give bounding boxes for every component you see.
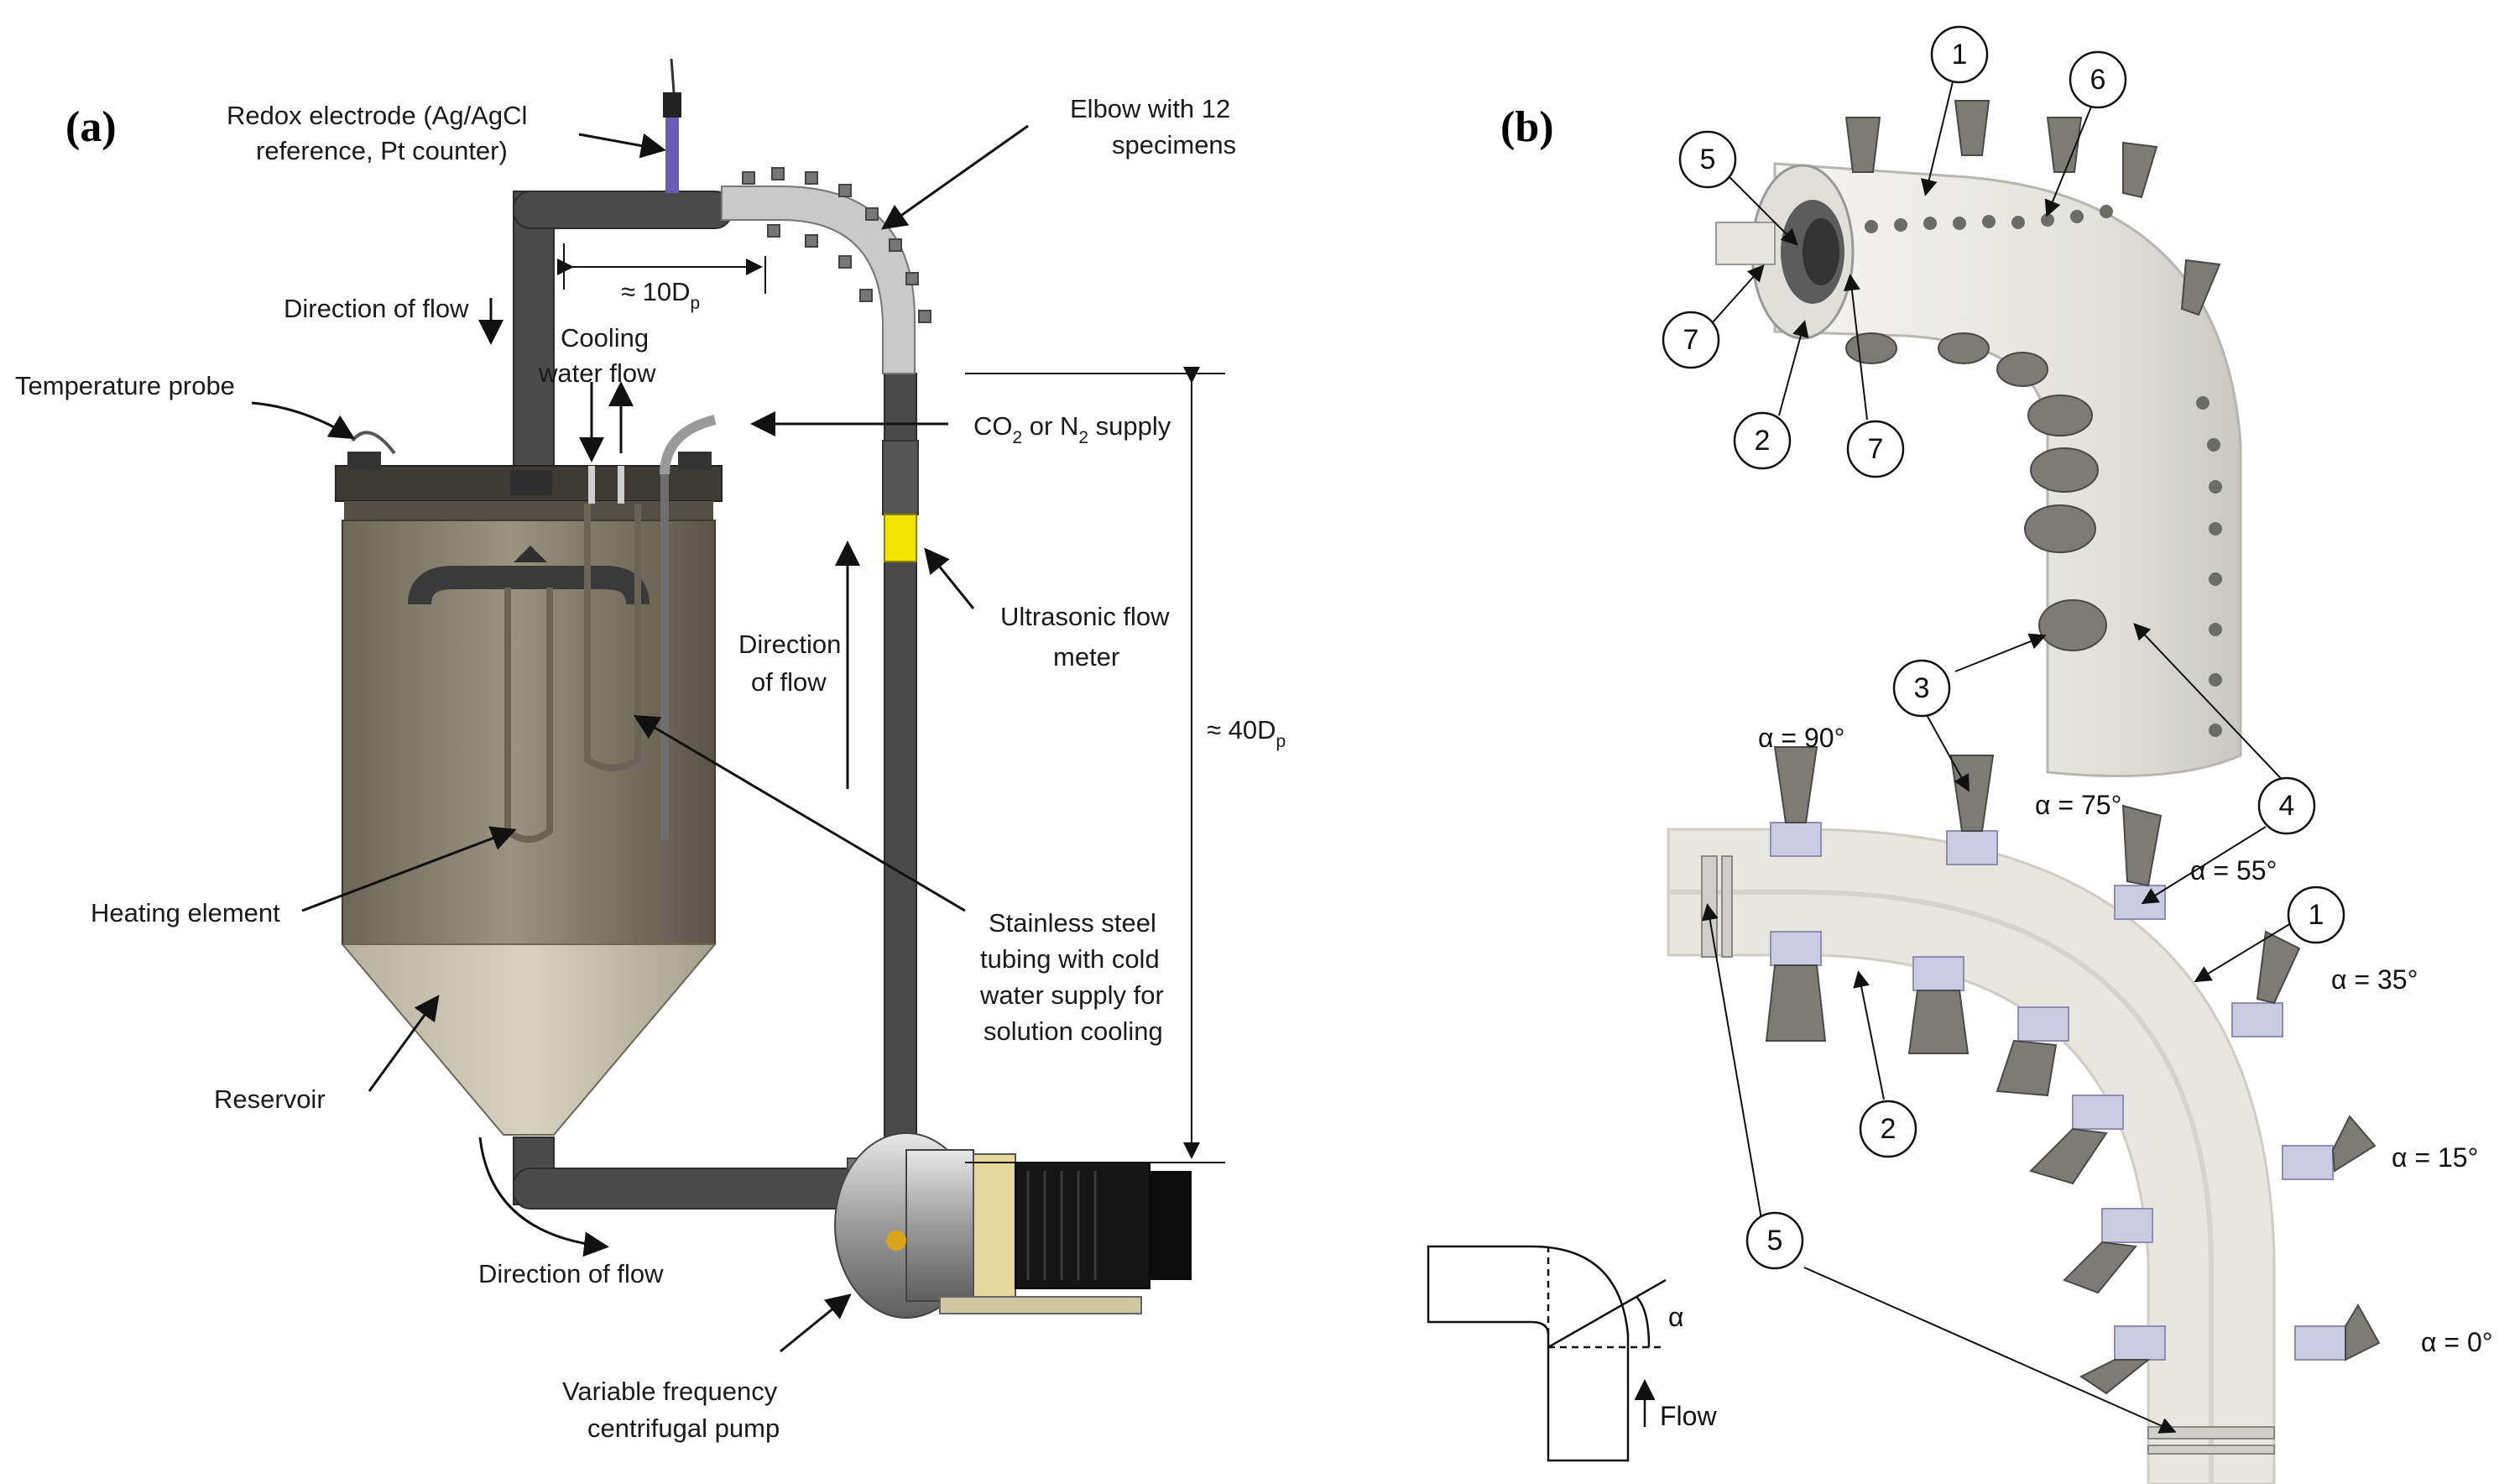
svg-text:1: 1 [1952, 39, 1968, 71]
angle-35-label: α = 35° [2331, 964, 2418, 995]
callout-top-6: 6 [2069, 50, 2127, 109]
callout-top-2: 2 [1733, 411, 1792, 470]
angle-75-label: α = 75° [2035, 790, 2121, 820]
svg-text:1: 1 [2309, 899, 2324, 931]
dimension-10dp-label: ≈ 10Dp [621, 277, 700, 313]
leaders-b [1701, 71, 2292, 1434]
stainless-label-4: solution cooling [983, 1016, 1163, 1046]
callout-bottom-4: 4 [2257, 776, 2316, 835]
dimension-40dp [965, 367, 1225, 1163]
inset-alpha-label: α [1668, 1302, 1684, 1332]
redox-label-2: reference, Pt counter) [256, 136, 508, 165]
svg-text:2: 2 [1881, 1113, 1897, 1145]
ultrasonic-label-1: Ultrasonic flow [1000, 602, 1170, 631]
panel-b-label: (b) [1500, 103, 1554, 151]
svg-text:5: 5 [1700, 144, 1716, 175]
callout-bottom-5: 5 [1745, 1211, 1804, 1270]
direction-mid-label-2: of flow [751, 667, 827, 697]
svg-text:2: 2 [1755, 425, 1771, 457]
direction-flow-bottom-label: Direction of flow [478, 1259, 664, 1288]
stainless-label-3: water supply for [979, 980, 1164, 1010]
direction-mid-label-1: Direction [738, 630, 841, 659]
ultrasonic-label-2: meter [1053, 642, 1119, 671]
svg-text:7: 7 [1683, 324, 1699, 356]
callout-top-1: 1 [1930, 25, 1989, 84]
stainless-label-2: tubing with cold [980, 944, 1160, 974]
leader-temp [251, 401, 356, 440]
leader-ultrasonic [924, 547, 975, 609]
elbow-assembly-top [1715, 100, 2242, 777]
elbow-assembly-bottom [1667, 746, 2381, 1484]
callout-bottom-3: 3 [1892, 659, 1951, 718]
angle-55-label: α = 55° [2190, 855, 2277, 886]
panel-a-label: (a) [65, 103, 117, 151]
ultrasonic-flow-meter [882, 440, 919, 562]
elbow-assembly-a [721, 167, 931, 374]
dimension-40dp-label: ≈ 40Dp [1207, 715, 1286, 751]
elbow-label-2: specimens [1112, 130, 1236, 159]
heating-element-label: Heating element [91, 898, 280, 928]
callout-top-5: 5 [1678, 130, 1737, 189]
leader-pump [780, 1293, 852, 1353]
redox-label-1: Redox electrode (Ag/AgCl [227, 101, 527, 130]
svg-text:3: 3 [1914, 672, 1930, 704]
svg-text:4: 4 [2279, 790, 2295, 822]
leader-redox [578, 133, 666, 159]
leader-reservoir [368, 995, 440, 1092]
flow-arrow-bottom [478, 1137, 609, 1257]
redox-electrode [663, 58, 681, 193]
callout-bottom-2: 2 [1859, 1100, 1917, 1158]
leader-stainless [633, 714, 966, 912]
callout-top-7-right: 7 [1846, 420, 1905, 478]
temperature-probe-label: Temperature probe [15, 371, 235, 400]
stainless-label-1: Stainless steel [989, 908, 1156, 938]
direction-flow-top-label: Direction of flow [284, 294, 469, 323]
pump-label-2: centrifugal pump [587, 1413, 780, 1443]
reservoir-label: Reservoir [214, 1084, 326, 1114]
leader-heating [301, 826, 517, 912]
elbow-label-1: Elbow with 12 [1070, 94, 1230, 123]
svg-text:7: 7 [1868, 433, 1884, 465]
leader-elbow [881, 124, 1029, 230]
pump-indicator [886, 1231, 906, 1251]
angle-0-label: α = 0° [2421, 1327, 2493, 1357]
svg-text:5: 5 [1767, 1225, 1783, 1257]
callout-bottom-1: 1 [2287, 886, 2345, 944]
angle-15-label: α = 15° [2392, 1142, 2478, 1173]
callout-top-7-left: 7 [1662, 311, 1720, 369]
angle-inset [1427, 1245, 1667, 1462]
angle-90-label: α = 90° [1758, 723, 1844, 753]
centrifugal-pump [834, 1132, 1192, 1319]
pump-label-1: Variable frequency [562, 1377, 778, 1406]
svg-text:6: 6 [2090, 64, 2106, 96]
gas-supply-label: CO2 or N2 supply [973, 411, 1171, 447]
cooling-label-2: water flow [538, 358, 656, 388]
reservoir-tank [335, 415, 723, 1136]
dimension-10dp [557, 243, 766, 294]
cooling-label-1: Cooling [561, 323, 649, 353]
inset-flow-label: Flow [1660, 1401, 1717, 1431]
